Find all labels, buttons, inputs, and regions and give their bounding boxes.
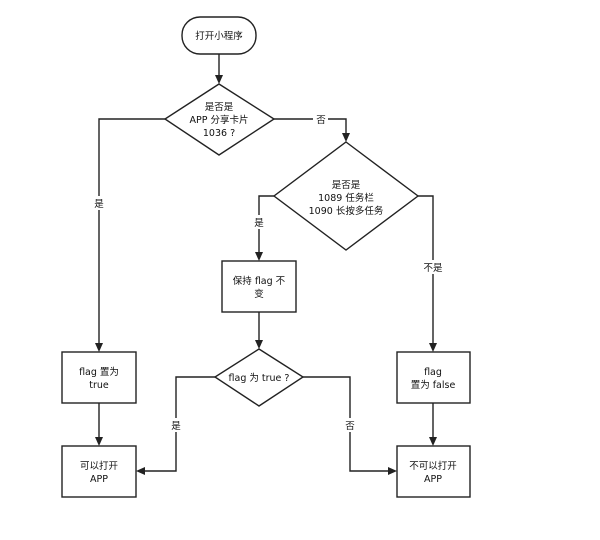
edge-label-flag-yes: 是 [171,421,181,432]
node-label-line: APP 分享卡片 [190,114,249,126]
arrowhead [388,467,397,475]
edge-labels: 否 是 是 不是 是 否 [91,112,446,432]
node-decision-flag: flag 为 true ? [213,348,305,407]
node-label-line: 1090 长按多任务 [309,205,384,217]
node-label-line: 可以打开 [80,460,119,472]
edge-decision-1089-no [418,195,434,345]
flag-false-process-box [396,351,471,404]
edge-decision-1036-yes [98,118,165,345]
node-start: 打开小程序 [181,16,257,55]
node-label-line: 1036 ? [203,128,235,139]
node-label-line: flag 为 true ? [229,372,290,384]
arrowhead [342,133,350,142]
arrowhead [215,75,223,84]
arrowhead [255,252,263,261]
node-label-line: true [89,380,109,391]
decision-flag-diamond [213,348,305,407]
arrowhead [136,467,145,475]
node-label-line: flag 置为 [79,366,119,378]
edge-label-1036-yes: 是 [94,199,104,210]
node-label-line: APP [424,474,442,485]
arrowhead [429,437,437,446]
node-decision-1036: 是否是 APP 分享卡片 1036 ? [163,83,276,156]
can-open-process-box [61,445,137,498]
node-label-line: 是否是 [332,180,361,191]
node-label-line: 保持 flag 不 [233,275,286,287]
node-cannot-open: 不可以打开 APP [396,445,471,498]
decision-1089-diamond [272,141,420,251]
edge-label-1036-no: 否 [316,115,326,126]
flag-true-process-box [61,351,137,404]
node-decision-1089: 是否是 1089 任务栏 1090 长按多任务 [272,141,420,251]
arrowhead [95,437,103,446]
edge-label-1089-yes: 是 [254,218,264,229]
edge-decision-1089-yes [258,195,274,254]
node-label-line: 打开小程序 [195,30,243,42]
node-can-open: 可以打开 APP [61,445,137,498]
node-label-line: 置为 false [411,379,456,391]
node-keep-flag: 保持 flag 不 变 [221,260,297,313]
node-label-line: 变 [254,288,264,300]
decision-1036-diamond [163,83,276,156]
arrowhead [95,343,103,352]
node-label-line: flag [424,367,442,378]
node-label-line: APP [90,474,108,485]
node-label-line: 1089 任务栏 [318,192,374,204]
edge-label-1089-no: 不是 [423,263,443,274]
arrowhead [255,340,263,349]
node-flag-true: flag 置为 true [61,351,137,404]
node-label-line: 是否是 [205,102,234,113]
start-terminal-shape [181,16,257,55]
edge-decision-1036-no [274,118,347,135]
keep-flag-process-box [221,260,297,313]
cannot-open-process-box [396,445,471,498]
node-label-line: 不可以打开 [409,460,457,472]
node-flag-false: flag 置为 false [396,351,471,404]
arrowhead [429,343,437,352]
edge-label-flag-no: 否 [345,421,355,432]
